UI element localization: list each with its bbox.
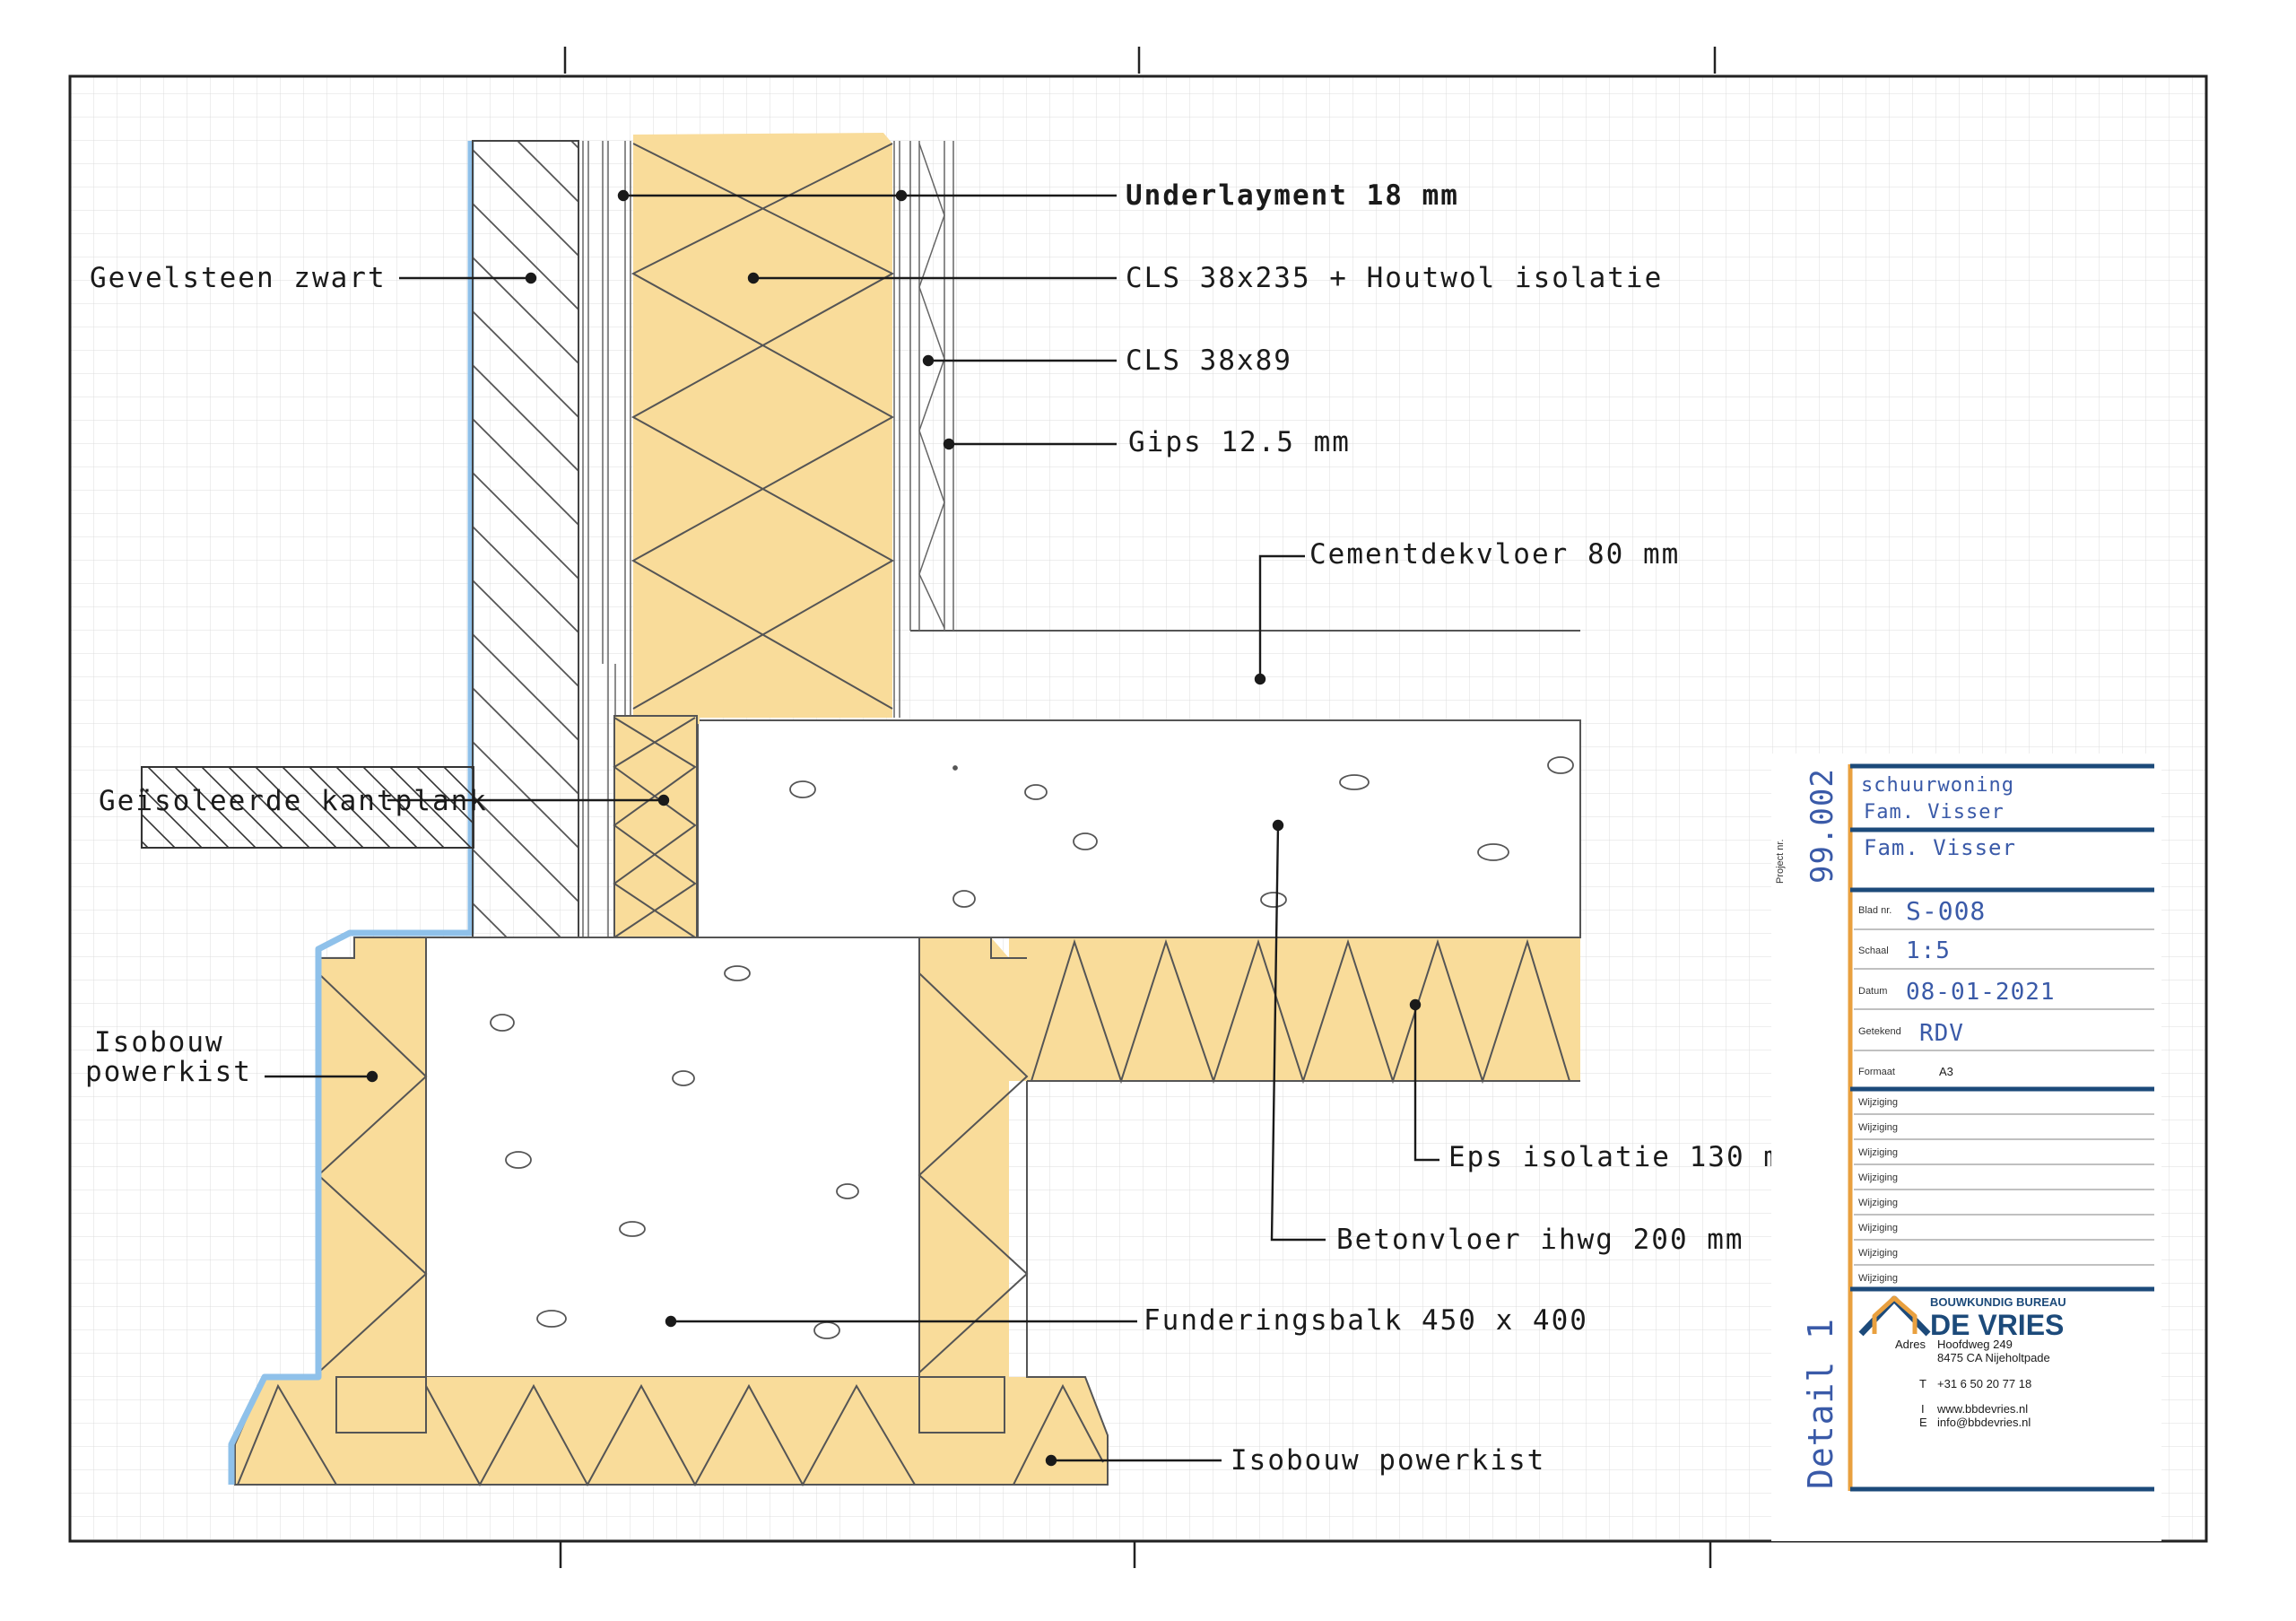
label-cementdekvloer: Cementdekvloer 80 mm xyxy=(1309,538,1680,571)
wijziging-rows: Wijziging Wijziging Wijziging Wijziging … xyxy=(1858,1097,1898,1284)
leader-lines xyxy=(265,189,1439,1467)
svg-text:Wijziging: Wijziging xyxy=(1858,1172,1898,1183)
formaat-value: A3 xyxy=(1939,1065,1953,1078)
adres-label: Adres xyxy=(1895,1338,1926,1351)
project-nr-label: Project nr. xyxy=(1775,839,1786,884)
geisoleerde-kantplank xyxy=(141,766,474,849)
adres-line-2: 8475 CA Nijeholtpade xyxy=(1937,1351,2050,1364)
label-isobouw-1a: Isobouw xyxy=(94,1026,224,1059)
project-nr: 99.002 xyxy=(1805,768,1840,884)
label-underlayment: Underlayment 18 mm xyxy=(1126,179,1459,212)
detail-number: Detail 1 xyxy=(1801,1318,1840,1489)
svg-text:Wijziging: Wijziging xyxy=(1858,1223,1898,1233)
project-title-2: Fam. Visser xyxy=(1864,801,2005,824)
email-label: E xyxy=(1919,1416,1927,1429)
gevelsteen xyxy=(472,140,579,938)
adres-line-1: Hoofdweg 249 xyxy=(1937,1338,2013,1351)
formaat-label: Formaat xyxy=(1858,1067,1895,1077)
tel-label: T xyxy=(1919,1377,1926,1390)
svg-text:Wijziging: Wijziging xyxy=(1858,1122,1898,1133)
svg-text:Wijziging: Wijziging xyxy=(1858,1273,1898,1284)
svg-text:Wijziging: Wijziging xyxy=(1858,1248,1898,1259)
kantplank-isolatie xyxy=(613,715,698,938)
label-isobouw-2: Isobouw powerkist xyxy=(1231,1444,1545,1477)
cls89-cross xyxy=(918,143,945,629)
label-isobouw-1b: powerkist xyxy=(85,1056,252,1088)
svg-text:Wijziging: Wijziging xyxy=(1858,1198,1898,1208)
schaal-label: Schaal xyxy=(1858,946,1889,956)
label-cls-89: CLS 38x89 xyxy=(1126,344,1292,377)
brand-subtitle: BOUWKUNDIG BUREAU xyxy=(1930,1295,2066,1309)
tel-value: +31 6 50 20 77 18 xyxy=(1937,1377,2031,1390)
project-title-1: schuurwoning xyxy=(1861,774,2014,797)
section-drawing xyxy=(141,133,1581,1487)
concrete-aggregate xyxy=(490,756,1574,1339)
getekend-value: RDV xyxy=(1919,1020,1964,1047)
label-cls-houtwol: CLS 38x235 + Houtwol isolatie xyxy=(1126,262,1663,294)
funderingsbalk xyxy=(425,937,920,1378)
web-label: I xyxy=(1921,1402,1925,1416)
label-eps: Eps isolatie 130 mm xyxy=(1448,1141,1801,1173)
moisture-barrier xyxy=(228,141,474,1485)
datum-label: Datum xyxy=(1858,986,1887,997)
svg-text:Wijziging: Wijziging xyxy=(1858,1147,1898,1158)
title-block: Project nr. 99.002 Detail 1 schuurwoning… xyxy=(1771,754,2161,1541)
label-gevelsteen: Gevelsteen zwart xyxy=(90,262,387,294)
web-value: www.bbdevries.nl xyxy=(1936,1402,2028,1416)
eps-isolatie xyxy=(1009,937,1580,1081)
sheet-border-ticks xyxy=(559,47,1717,1568)
betonvloer xyxy=(697,719,1581,938)
brand-name: DE VRIES xyxy=(1930,1309,2064,1341)
email-value: info@bbdevries.nl xyxy=(1937,1416,2031,1429)
datum-value: 08-01-2021 xyxy=(1906,979,2056,1006)
label-betonvloer: Betonvloer ihwg 200 mm xyxy=(1336,1224,1744,1256)
blad-nr: S-008 xyxy=(1906,896,1986,926)
label-kantplank: Geïsoleerde kantplank xyxy=(99,785,488,817)
wall-layers xyxy=(582,141,954,937)
client-name: Fam. Visser xyxy=(1864,835,2016,860)
schaal-value: 1:5 xyxy=(1906,937,1951,964)
cls-houtwol-isolatie xyxy=(633,133,892,727)
getekend-label: Getekend xyxy=(1858,1026,1901,1037)
label-gips: Gips 12.5 mm xyxy=(1128,426,1351,458)
house-logo-icon xyxy=(1858,1295,1931,1337)
callout-labels: Underlayment 18 mm CLS 38x235 + Houtwol … xyxy=(85,179,1801,1477)
houtwol-cross xyxy=(631,143,895,710)
svg-text:Wijziging: Wijziging xyxy=(1858,1097,1898,1108)
label-funderingsbalk: Funderingsbalk 450 x 400 xyxy=(1144,1304,1588,1337)
blad-label: Blad nr. xyxy=(1858,905,1892,916)
